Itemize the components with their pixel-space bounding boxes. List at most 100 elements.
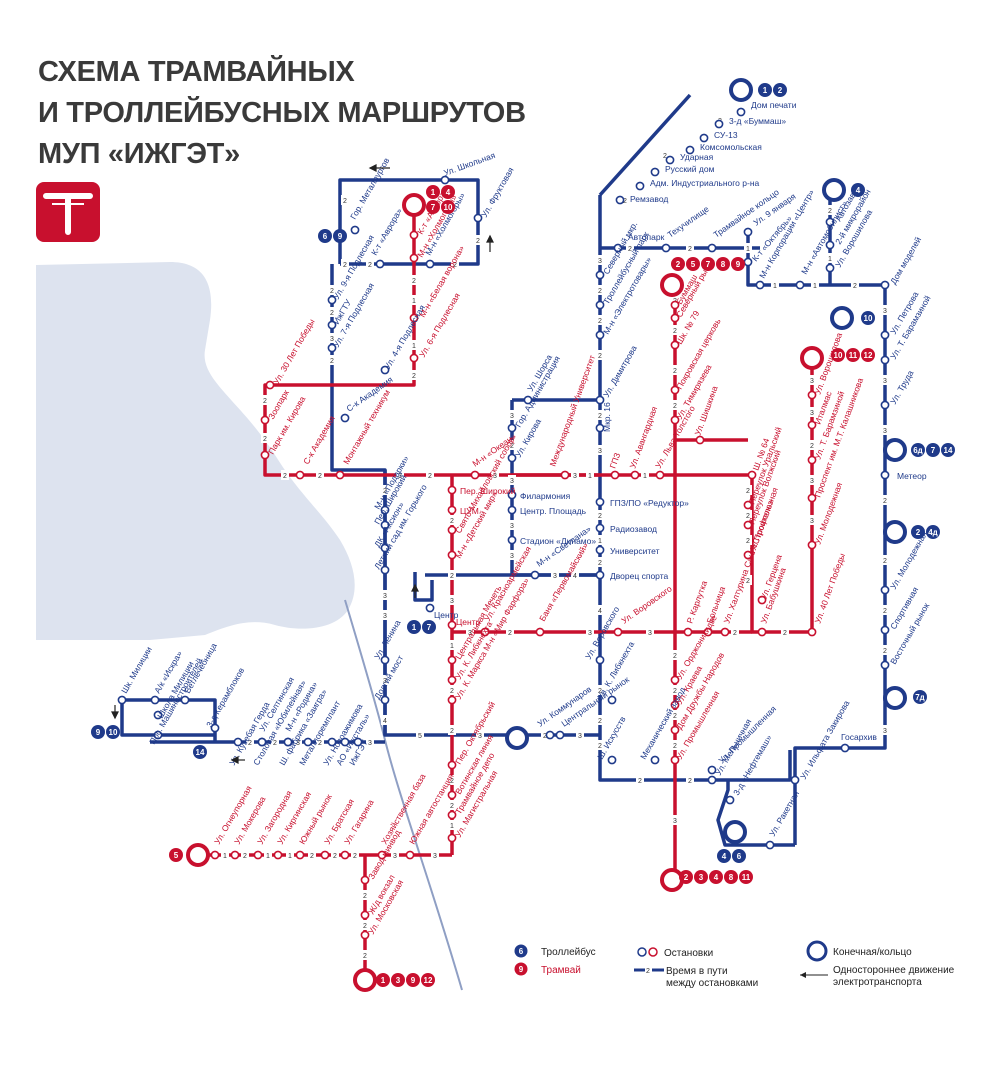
stop-marker[interactable] <box>685 145 695 155</box>
stop-marker[interactable] <box>665 155 675 165</box>
stop-marker[interactable] <box>807 420 817 430</box>
stop-marker[interactable] <box>807 390 817 400</box>
stop-marker[interactable] <box>447 695 457 705</box>
stop-marker[interactable] <box>595 570 605 580</box>
stop-marker[interactable] <box>447 655 457 665</box>
stop-marker[interactable] <box>353 737 363 747</box>
stop-marker[interactable] <box>743 550 753 560</box>
stop-marker[interactable] <box>880 625 890 635</box>
stop-marker[interactable] <box>670 385 680 395</box>
stop-marker[interactable] <box>743 257 753 267</box>
stop-marker[interactable] <box>555 730 565 740</box>
stop-marker[interactable] <box>650 755 660 765</box>
stop-marker[interactable] <box>425 603 435 613</box>
stop-marker[interactable] <box>425 259 435 269</box>
stop-marker[interactable] <box>765 840 775 850</box>
stop-marker[interactable] <box>880 280 890 290</box>
stop-marker[interactable] <box>670 725 680 735</box>
route-badge[interactable]: 5 <box>169 848 183 862</box>
stop-marker[interactable] <box>507 490 517 500</box>
stop-marker[interactable] <box>615 195 625 205</box>
stop-marker[interactable] <box>360 910 370 920</box>
stop-marker[interactable] <box>560 470 570 480</box>
stop-marker[interactable] <box>507 453 517 463</box>
stop-marker[interactable] <box>743 520 753 530</box>
stop-marker[interactable] <box>265 380 275 390</box>
stop-marker[interactable] <box>440 175 450 185</box>
stop-marker[interactable] <box>880 585 890 595</box>
stop-marker[interactable] <box>409 253 419 263</box>
stop-marker[interactable] <box>630 470 640 480</box>
stop-marker[interactable] <box>595 330 605 340</box>
stop-marker[interactable] <box>635 181 645 191</box>
stop-marker[interactable] <box>295 470 305 480</box>
stop-marker[interactable] <box>595 270 605 280</box>
stop-marker[interactable] <box>743 227 753 237</box>
stop-marker[interactable] <box>447 525 457 535</box>
stop-marker[interactable] <box>880 330 890 340</box>
stop-marker[interactable] <box>340 850 350 860</box>
stop-marker[interactable] <box>695 435 705 445</box>
route-badge[interactable]: 10 <box>861 311 875 325</box>
stop-marker[interactable] <box>380 655 390 665</box>
stop-marker[interactable] <box>595 423 605 433</box>
stop-marker[interactable] <box>375 259 385 269</box>
stop-marker[interactable] <box>743 500 753 510</box>
stop-marker[interactable] <box>670 675 680 685</box>
stop-marker[interactable] <box>670 700 680 710</box>
stop-marker[interactable] <box>409 353 419 363</box>
stop-marker[interactable] <box>707 775 717 785</box>
stop-marker[interactable] <box>360 875 370 885</box>
stop-marker[interactable] <box>807 455 817 465</box>
stop-marker[interactable] <box>409 313 419 323</box>
stop-marker[interactable] <box>447 505 457 515</box>
stop-marker[interactable] <box>257 737 267 747</box>
stop-marker[interactable] <box>447 790 457 800</box>
stop-marker[interactable] <box>545 730 555 740</box>
stop-marker[interactable] <box>233 737 243 747</box>
stop-marker[interactable] <box>405 850 415 860</box>
stop-marker[interactable] <box>303 737 313 747</box>
stop-marker[interactable] <box>595 497 605 507</box>
stop-marker[interactable] <box>480 627 490 637</box>
stop-marker[interactable] <box>757 595 767 605</box>
stop-marker[interactable] <box>840 743 850 753</box>
stop-marker[interactable] <box>447 760 457 770</box>
stop-marker[interactable] <box>880 400 890 410</box>
stop-marker[interactable] <box>210 723 220 733</box>
stop-marker[interactable] <box>473 213 483 223</box>
stop-marker[interactable] <box>327 737 337 747</box>
stop-marker[interactable] <box>153 710 163 720</box>
stop-marker[interactable] <box>210 850 220 860</box>
stop-marker[interactable] <box>655 470 665 480</box>
stop-marker[interactable] <box>595 523 605 533</box>
stop-marker[interactable] <box>447 810 457 820</box>
stop-marker[interactable] <box>380 505 390 515</box>
stop-marker[interactable] <box>790 775 800 785</box>
stop-marker[interactable] <box>350 225 360 235</box>
stop-marker[interactable] <box>180 695 190 705</box>
stop-marker[interactable] <box>230 850 240 860</box>
stop-marker[interactable] <box>340 737 350 747</box>
stop-marker[interactable] <box>714 119 724 129</box>
stop-marker[interactable] <box>447 550 457 560</box>
stop-marker[interactable] <box>683 627 693 637</box>
stop-marker[interactable] <box>880 660 890 670</box>
stop-marker[interactable] <box>295 850 305 860</box>
stop-marker[interactable] <box>699 133 709 143</box>
stop-marker[interactable] <box>117 695 127 705</box>
stop-marker[interactable] <box>507 423 517 433</box>
stop-marker[interactable] <box>153 730 163 740</box>
stop-marker[interactable] <box>380 565 390 575</box>
stop-marker[interactable] <box>825 263 835 273</box>
stop-marker[interactable] <box>825 217 835 227</box>
